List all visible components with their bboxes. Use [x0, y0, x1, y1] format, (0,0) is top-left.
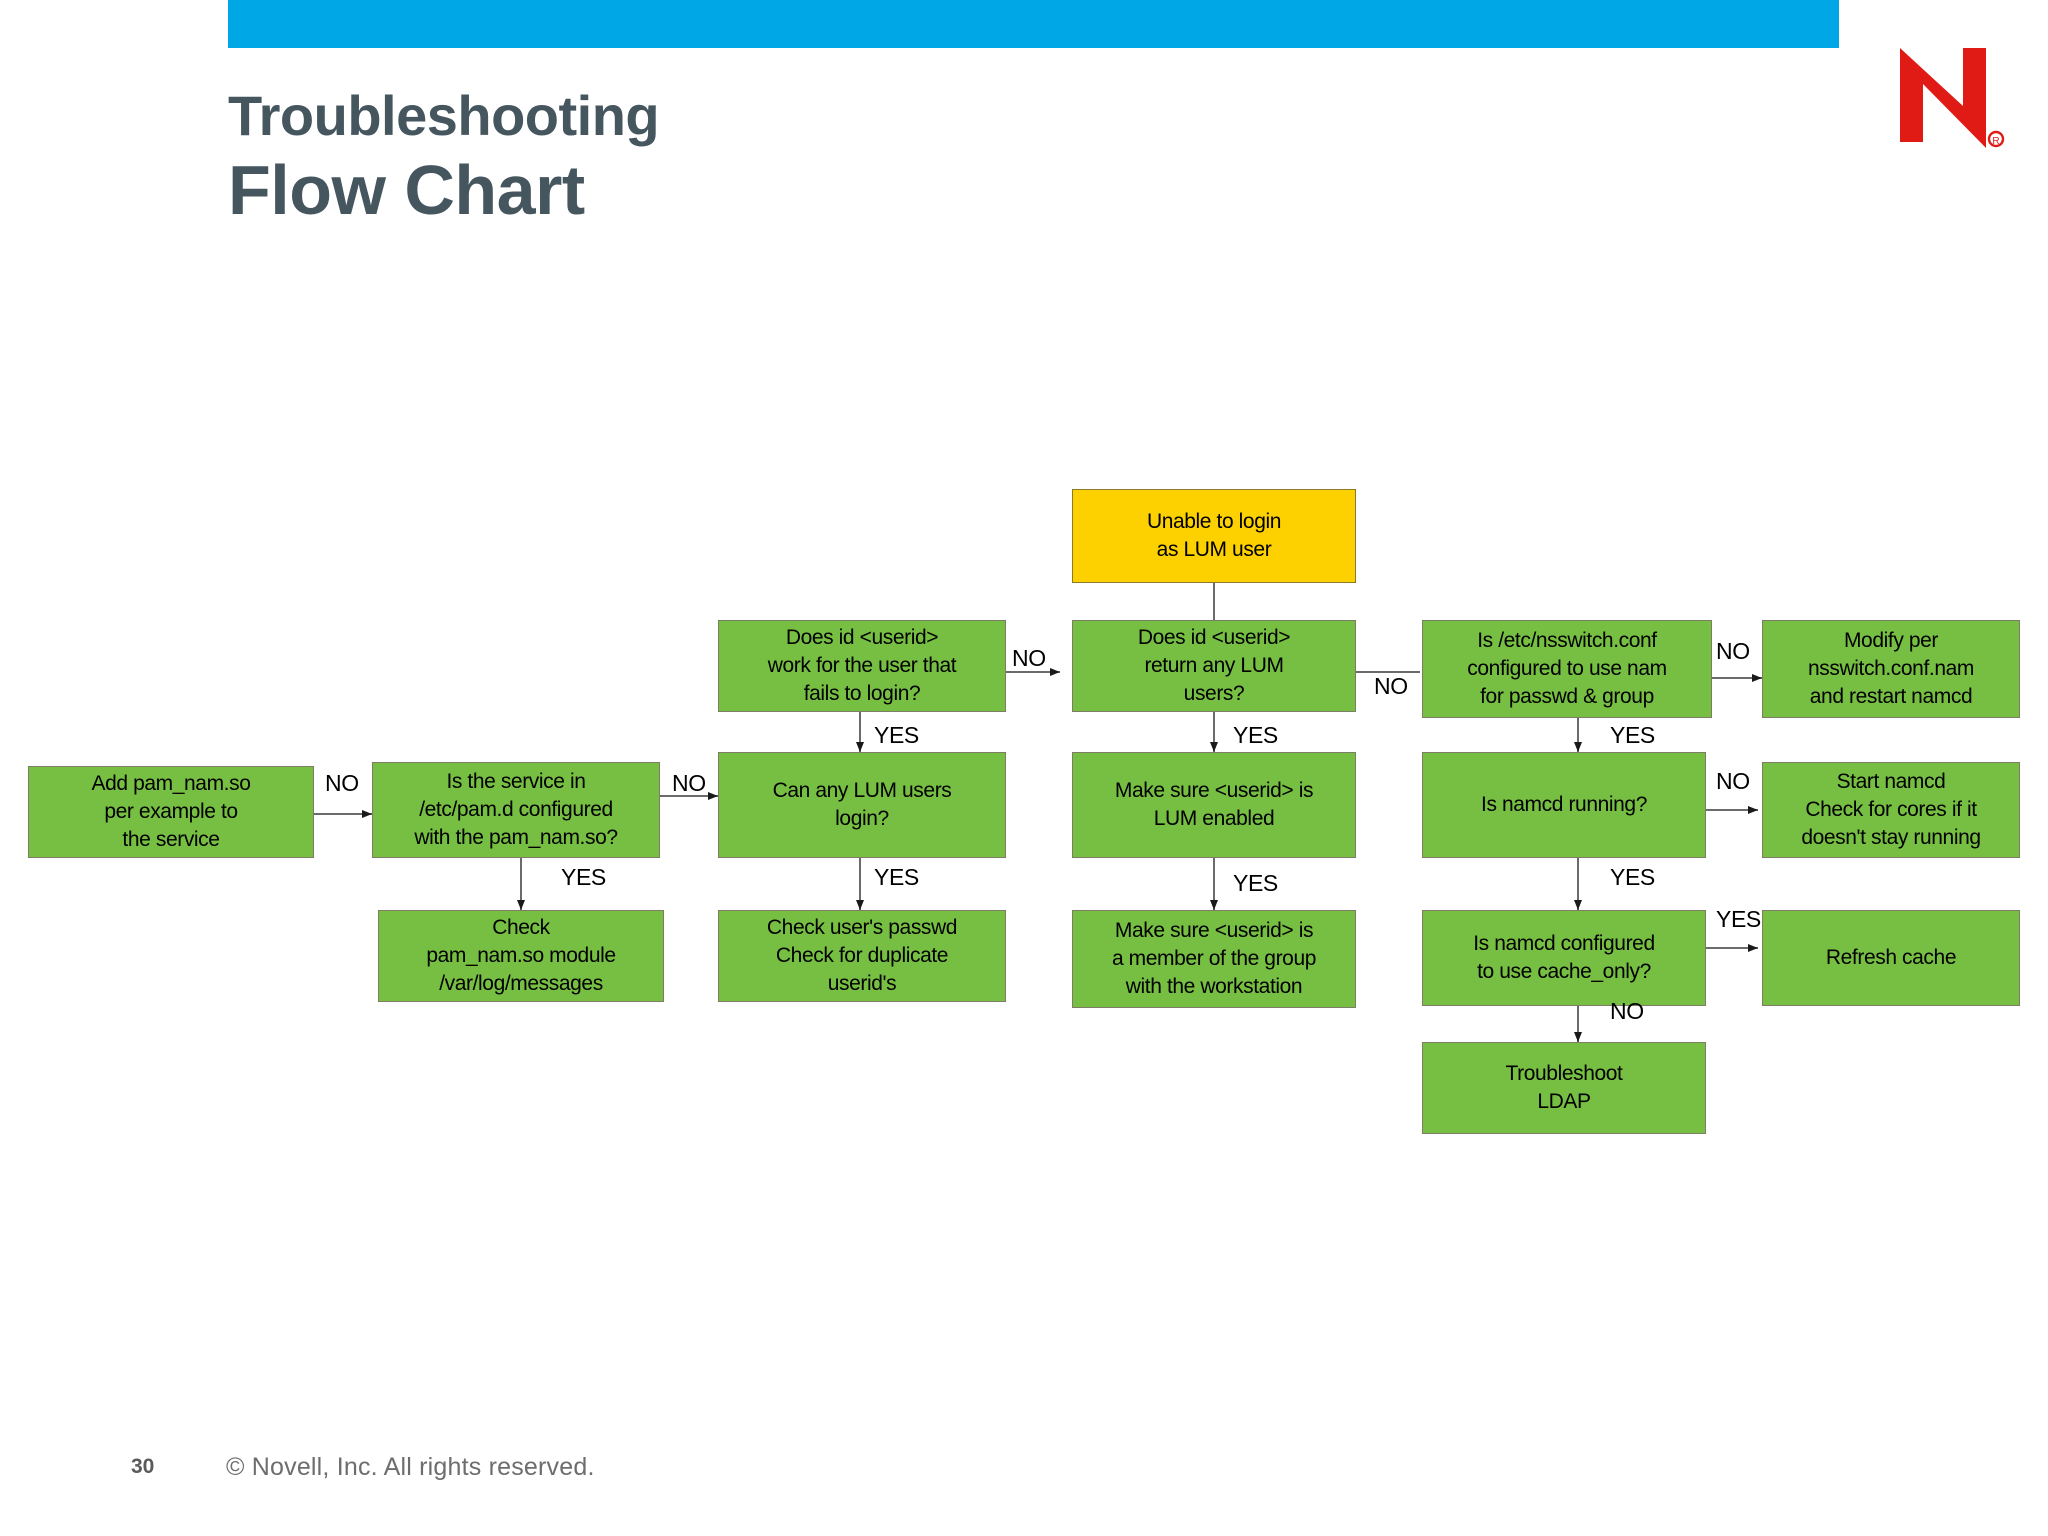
page-title: Troubleshooting Flow Chart: [228, 88, 1228, 231]
edge-label-yes-7: YES: [1610, 864, 1655, 890]
node-namcd-cache-only[interactable]: Is namcd configured to use cache_only?: [1422, 910, 1706, 1006]
copyright-text: © Novell, Inc. All rights reserved.: [226, 1453, 595, 1481]
node-add-pam-nam-so[interactable]: Add pam_nam.so per example to the servic…: [28, 766, 314, 858]
edge-label-yes-1: YES: [874, 722, 919, 748]
node-start-namcd[interactable]: Start namcd Check for cores if it doesn'…: [1762, 762, 2020, 858]
novell-logo: R: [1892, 44, 2012, 152]
node-id-returns[interactable]: Does id <userid> return any LUM users?: [1072, 620, 1356, 712]
svg-text:R: R: [1992, 136, 1999, 147]
node-id-works[interactable]: Does id <userid> work for the user that …: [718, 620, 1006, 712]
edge-label-no-7: NO: [1610, 998, 1644, 1024]
slide-footer: 30 © Novell, Inc. All rights reserved.: [0, 1453, 2048, 1495]
edge-label-no-3: NO: [1716, 638, 1750, 664]
title-line-1: Troubleshooting: [228, 84, 660, 147]
edge-label-no-6: NO: [1716, 768, 1750, 794]
edge-label-yes-5: YES: [874, 864, 919, 890]
node-lum-enabled[interactable]: Make sure <userid> is LUM enabled: [1072, 752, 1356, 858]
node-can-any-lum-users-login[interactable]: Can any LUM users login?: [718, 752, 1006, 858]
edge-label-yes-2: YES: [1233, 722, 1278, 748]
title-line-2: Flow Chart: [228, 151, 585, 229]
node-check-pam-module[interactable]: Check pam_nam.so module /var/log/message…: [378, 910, 664, 1002]
node-service-in-pamd[interactable]: Is the service in /etc/pam.d configured …: [372, 762, 660, 858]
node-modify-per-nsswitch[interactable]: Modify per nsswitch.conf.nam and restart…: [1762, 620, 2020, 718]
node-start[interactable]: Unable to login as LUM user: [1072, 489, 1356, 583]
edge-label-no-4: NO: [672, 770, 706, 796]
accent-bar: [228, 0, 1839, 48]
node-check-user-passwd[interactable]: Check user's passwd Check for duplicate …: [718, 910, 1006, 1002]
page-number: 30: [131, 1455, 155, 1478]
edge-label-yes-3: YES: [1610, 722, 1655, 748]
node-member-of-group[interactable]: Make sure <userid> is a member of the gr…: [1072, 910, 1356, 1008]
edge-label-no-5: NO: [325, 770, 359, 796]
edge-label-no-2: NO: [1374, 673, 1408, 699]
node-refresh-cache[interactable]: Refresh cache: [1762, 910, 2020, 1006]
node-is-namcd-running[interactable]: Is namcd running?: [1422, 752, 1706, 858]
node-nsswitch-conf[interactable]: Is /etc/nsswitch.conf configured to use …: [1422, 620, 1712, 718]
edge-label-yes-8: YES: [1716, 906, 1761, 932]
edge-label-no-1: NO: [1012, 645, 1046, 671]
node-troubleshoot-ldap[interactable]: Troubleshoot LDAP: [1422, 1042, 1706, 1134]
edge-label-yes-4: YES: [561, 864, 606, 890]
edge-label-yes-6: YES: [1233, 870, 1278, 896]
